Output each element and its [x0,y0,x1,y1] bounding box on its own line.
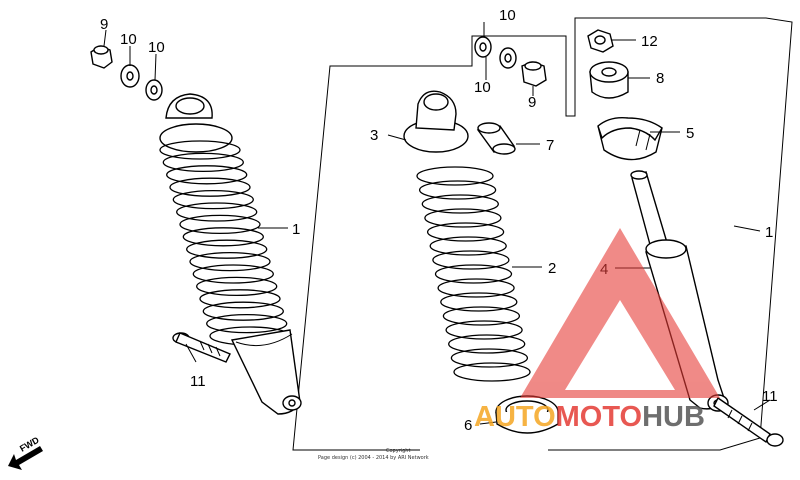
spring-coil [176,202,258,222]
upper-spring-seat [403,90,469,153]
copyright-line-2: Page design (c) 2004 - 2014 by ARI Netwo… [318,455,429,461]
callout-10-left-a: 10 [120,31,137,48]
callout-6: 6 [464,417,472,434]
right-mounting-bolt [713,396,784,447]
callout-10-top: 10 [499,7,516,24]
automotohub-watermark: AUTOMOTOHUB [474,228,720,433]
right-washer-mid [499,47,517,69]
spring-coil [192,264,274,284]
callout-9-right: 9 [528,94,536,111]
spring-coil [162,152,244,173]
spring-coil [421,194,499,214]
callout-1-left: 1 [292,221,300,238]
callout-7: 7 [546,137,554,154]
spring-coil [196,276,278,297]
watermark-hub: HUB [642,401,705,433]
spring-coil [202,301,284,321]
spring-coil [442,306,521,326]
right-top-nut [521,61,547,87]
callout-11-left: 11 [190,373,206,390]
left-mounting-bolt [172,332,231,363]
spring-coil [434,264,513,284]
watermark-auto: AUTO [474,401,556,433]
left-top-nut [90,45,113,69]
callout-12: 12 [641,33,658,50]
left-washer-b [145,79,163,101]
damper-unit [630,170,729,412]
callout-1-right: 1 [765,224,773,241]
callout-2: 2 [548,260,556,277]
svg-text:AUTOMOTOHUB: AUTOMOTOHUB [474,401,705,433]
spring-coil [429,236,507,256]
spring-coil [159,140,241,160]
spring-coil [416,166,494,186]
assembled-shock-absorber [159,93,302,415]
collar [476,122,516,155]
callout-5: 5 [686,125,694,142]
callout-9-left: 9 [100,16,108,33]
callout-10-mid: 10 [474,79,491,96]
watermark-moto: MOTO [556,401,642,433]
spring-coil [179,214,261,235]
spring-coil [418,180,497,200]
spring-coil [445,320,523,340]
spring-coil [450,348,529,368]
spring-coil [189,251,271,272]
spring-coil [440,292,518,312]
spring-coil [166,165,248,185]
spring-coil [424,208,502,228]
right-washer-top [474,36,492,58]
spring-coil [186,239,268,259]
spring-coil [206,313,288,334]
left-washer-a [120,64,140,88]
forward-direction-indicator: FWD [8,435,43,470]
spring-coil [453,362,531,382]
spring-coil [448,334,526,354]
exploded-view-outline [292,17,793,451]
rubber-bushing [589,61,629,99]
callout-3: 3 [370,127,378,144]
spring-coil [182,227,264,247]
leader-lines [103,22,771,425]
callout-8: 8 [656,70,664,87]
lower-spring-seat [495,395,559,434]
spring-coil [432,250,510,270]
copyright-line-1: Copyright [386,448,410,454]
spring-coil [172,189,254,210]
self-locking-nut [587,29,614,53]
spring-coil [199,289,281,309]
watermark-triangle-logo [520,228,720,398]
callout-10-left-b: 10 [148,39,165,56]
spring-coil [426,222,505,242]
spring-coil [169,177,251,197]
callout-11-right: 11 [762,388,778,405]
coil-spring [416,166,531,382]
spring-coil [437,278,515,298]
spring-seat-stopper [597,116,663,161]
